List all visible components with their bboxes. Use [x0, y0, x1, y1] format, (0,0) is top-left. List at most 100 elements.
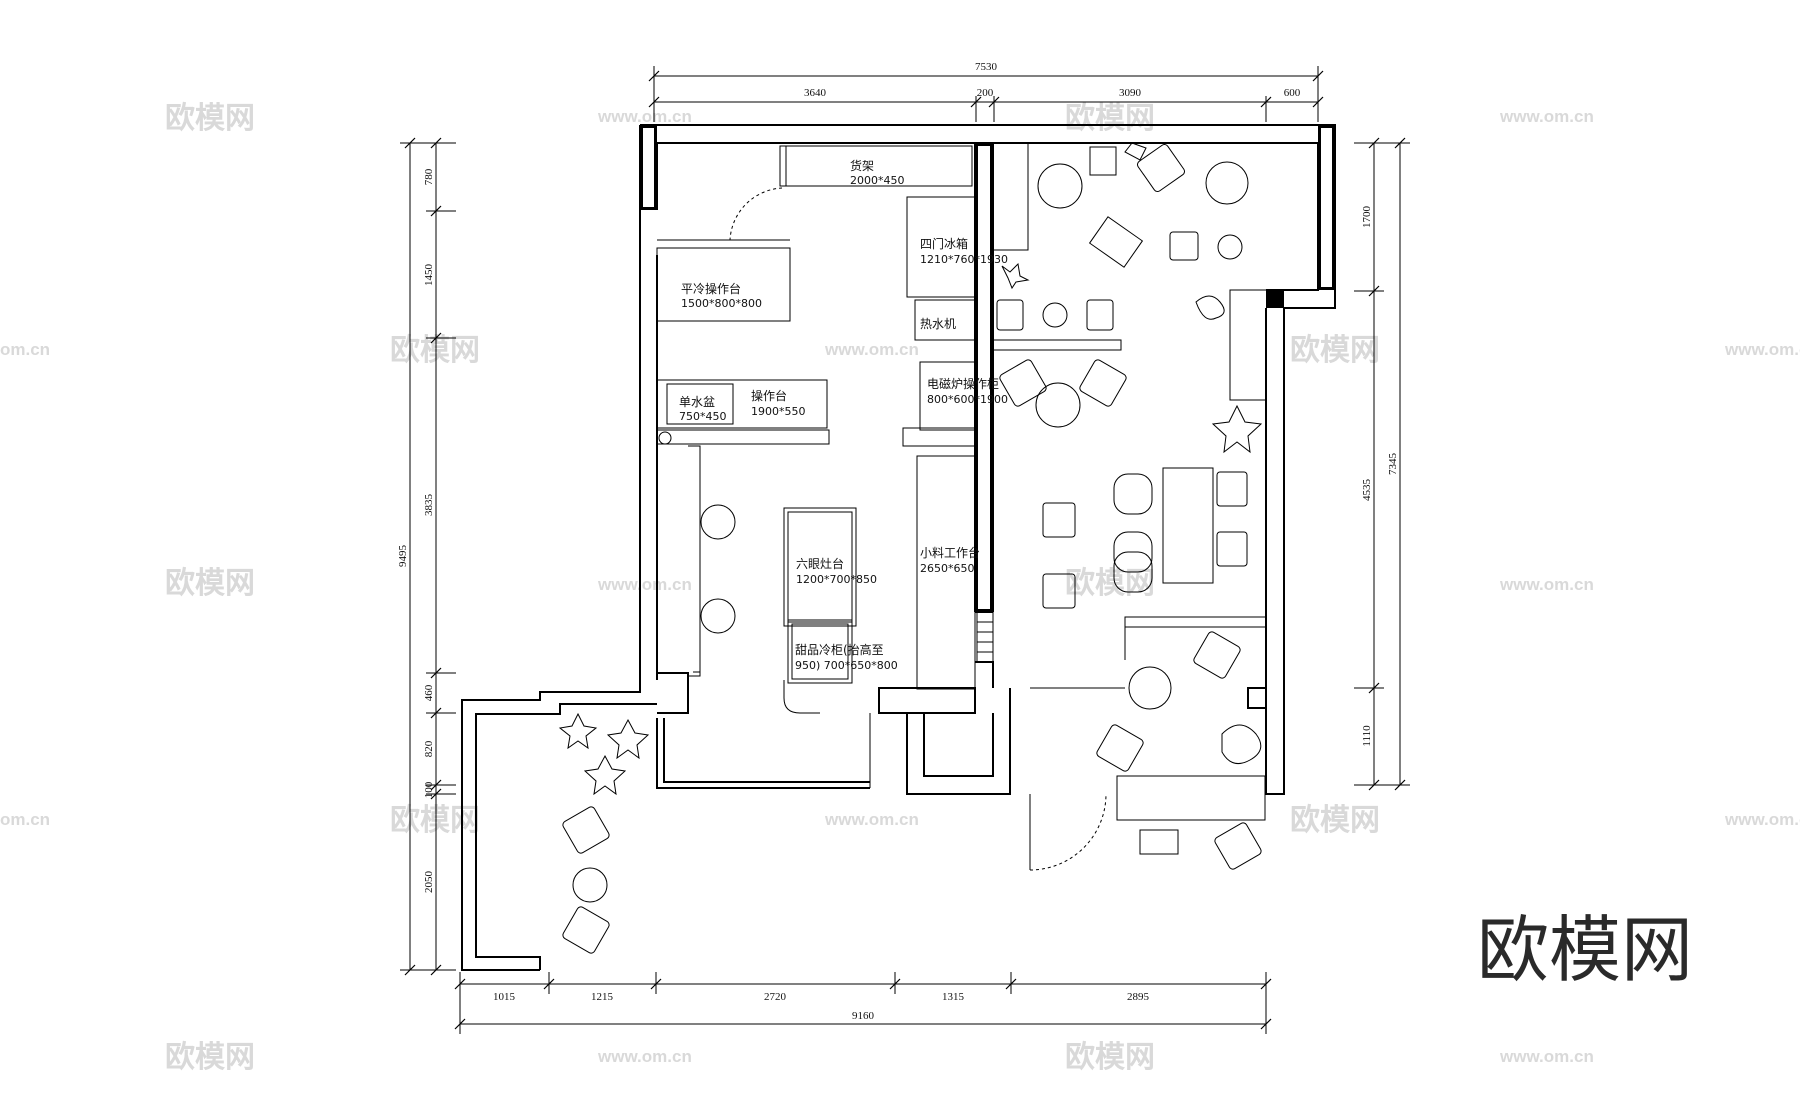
watermark-url: om.cn: [0, 340, 50, 359]
induction-cabinet: [919, 361, 976, 431]
induction-size: 800*600*1900: [927, 393, 1008, 406]
stove-size: 1200*700*850: [796, 573, 877, 586]
dim-left-5: 820: [423, 740, 435, 757]
round-table: [1037, 163, 1083, 209]
dim-top-3: 3090: [1119, 87, 1142, 99]
watermark-url: www.om.cn: [1724, 810, 1800, 829]
fridge-label: 四门冰箱: [920, 236, 968, 251]
dim-bottom-4: 1315: [942, 991, 965, 1003]
dining-table: [1162, 467, 1214, 584]
dim-left-2: 1450: [423, 264, 435, 287]
outdoor-bench: [1116, 775, 1266, 821]
watermark-brand: 欧模网: [390, 803, 480, 838]
fridge-size: 1210*760*1930: [920, 253, 1008, 266]
armchair: [1193, 631, 1241, 679]
dim-top-2: 200: [977, 87, 994, 99]
watermark-url: www.om.cn: [824, 810, 919, 829]
chair: [996, 299, 1024, 331]
dim-left-3: 3835: [423, 494, 435, 517]
chair: [1042, 502, 1076, 538]
plant-icon: [606, 718, 650, 760]
chair: [1042, 573, 1076, 609]
dim-left-4: 460: [423, 684, 435, 701]
dessert-label: 甜品冷柜(抬高至: [795, 642, 884, 657]
armchair: [1137, 144, 1185, 192]
bar-counter: [992, 339, 1122, 351]
watermark-brand: 欧模网: [1290, 333, 1380, 368]
chair: [1086, 299, 1114, 331]
kitchen-equipment: [656, 145, 994, 788]
dim-top-total: 7530: [975, 61, 998, 73]
plant-icon: [1221, 724, 1262, 765]
dim-top-1: 3640: [804, 87, 827, 99]
shelf-size: 2000*450: [850, 174, 905, 187]
flat-cold-label: 平冷操作台: [681, 281, 741, 296]
four-door-fridge: [906, 196, 976, 298]
dimension-ticks: [404, 70, 1406, 1030]
chair: [1113, 473, 1153, 515]
dim-bottom-3: 2720: [764, 991, 787, 1003]
plant-icon: [1211, 404, 1263, 454]
armchair: [1079, 359, 1127, 407]
chair: [1113, 531, 1153, 573]
watermark-url: www.om.cn: [824, 340, 919, 359]
dim-right-3: 1110: [1361, 725, 1373, 747]
sink-label: 单水盆: [679, 395, 715, 409]
chair: [1089, 146, 1117, 176]
dim-bottom-5: 2895: [1127, 991, 1150, 1003]
dimension-lines: [400, 66, 1410, 1034]
watermark-brand: 欧模网: [165, 1040, 255, 1075]
round-table: [572, 867, 608, 903]
armchair: [999, 359, 1047, 407]
chair: [1169, 231, 1199, 261]
induction-label: 电磁炉操作柜: [927, 376, 999, 391]
prep-table: [916, 455, 976, 690]
watermark-brand: 欧模网: [165, 566, 255, 601]
dim-right-2: 4535: [1361, 479, 1373, 502]
watermark-brand: 欧模网: [1290, 803, 1380, 838]
armchair: [1096, 724, 1144, 772]
dim-left-6: 100: [423, 781, 435, 798]
worktop-size: 1900*550: [751, 405, 806, 418]
stool: [700, 598, 736, 634]
watermark-url: www.om.cn: [597, 575, 692, 594]
dim-left-total: 9495: [397, 545, 409, 568]
watermark-url: om.cn: [0, 810, 50, 829]
plant-icon: [1195, 295, 1225, 320]
side-table: [1088, 216, 1144, 268]
dim-bottom-total: 9160: [852, 1010, 875, 1022]
water-heater-label: 热水机: [920, 317, 956, 331]
round-table: [1205, 161, 1249, 205]
armchair: [562, 806, 610, 854]
dessert-fridge: [787, 619, 853, 684]
table: [1139, 829, 1179, 855]
sink-size: 750*450: [679, 410, 727, 423]
prep-size: 2650*650: [920, 562, 975, 575]
dim-bottom-2: 1215: [591, 991, 614, 1003]
stove-label: 六眼灶台: [796, 556, 844, 571]
worktop-label: 操作台: [751, 388, 787, 403]
watermark-url: www.om.cn: [1724, 340, 1800, 359]
watermark-layer: 欧模网 www.om.cn 欧模网 www.om.cn om.cn 欧模网 ww…: [0, 101, 1800, 1075]
flat-cold-table: [656, 247, 791, 322]
dining-furniture: [562, 142, 1267, 954]
worktop: [656, 379, 828, 429]
walls: [461, 124, 1336, 971]
six-burner-stove: [783, 507, 857, 627]
brand-logo: 欧模网: [1477, 908, 1693, 992]
watermark-url: www.om.cn: [1499, 575, 1594, 594]
dim-left-7: 2050: [423, 871, 435, 894]
round-table: [1035, 382, 1081, 428]
watermark-url: www.om.cn: [1499, 1047, 1594, 1066]
watermark-url: www.om.cn: [1499, 107, 1594, 126]
round-table: [1128, 666, 1172, 710]
chair: [1216, 531, 1248, 567]
water-heater: [914, 299, 976, 341]
prep-label: 小料工作台: [920, 545, 980, 560]
wall-posts-inner: [643, 128, 1332, 609]
chair: [1216, 471, 1248, 507]
dim-right-1: 1700: [1361, 206, 1373, 229]
plant-icon: [1001, 262, 1030, 290]
dessert-size: 950) 700*650*800: [795, 659, 898, 672]
watermark-brand: 欧模网: [1065, 1040, 1155, 1075]
